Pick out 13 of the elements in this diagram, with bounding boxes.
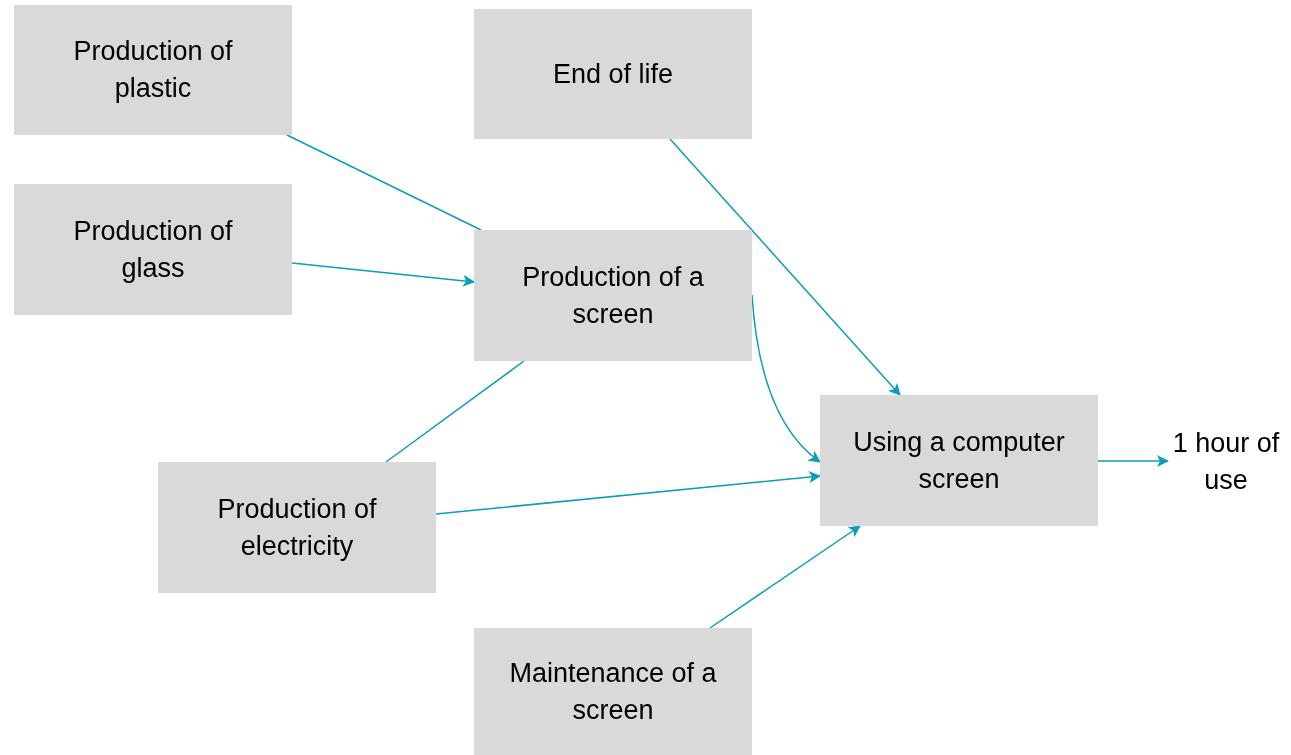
process-box: End of life bbox=[474, 9, 752, 139]
process-box: Using a computer screen bbox=[820, 395, 1098, 526]
process-box: Maintenance of a screen bbox=[474, 628, 752, 755]
arrow bbox=[435, 471, 821, 515]
process-box: Production of glass bbox=[14, 184, 292, 315]
arrow bbox=[709, 525, 861, 629]
process-box: Production of a screen bbox=[474, 230, 752, 361]
arrow bbox=[669, 138, 901, 396]
arrow bbox=[1097, 455, 1169, 467]
output-label: 1 hour of use bbox=[1168, 424, 1284, 500]
process-box: Production of electricity bbox=[158, 462, 436, 593]
arrow bbox=[291, 262, 475, 287]
process-box: Production of plastic bbox=[14, 5, 292, 135]
